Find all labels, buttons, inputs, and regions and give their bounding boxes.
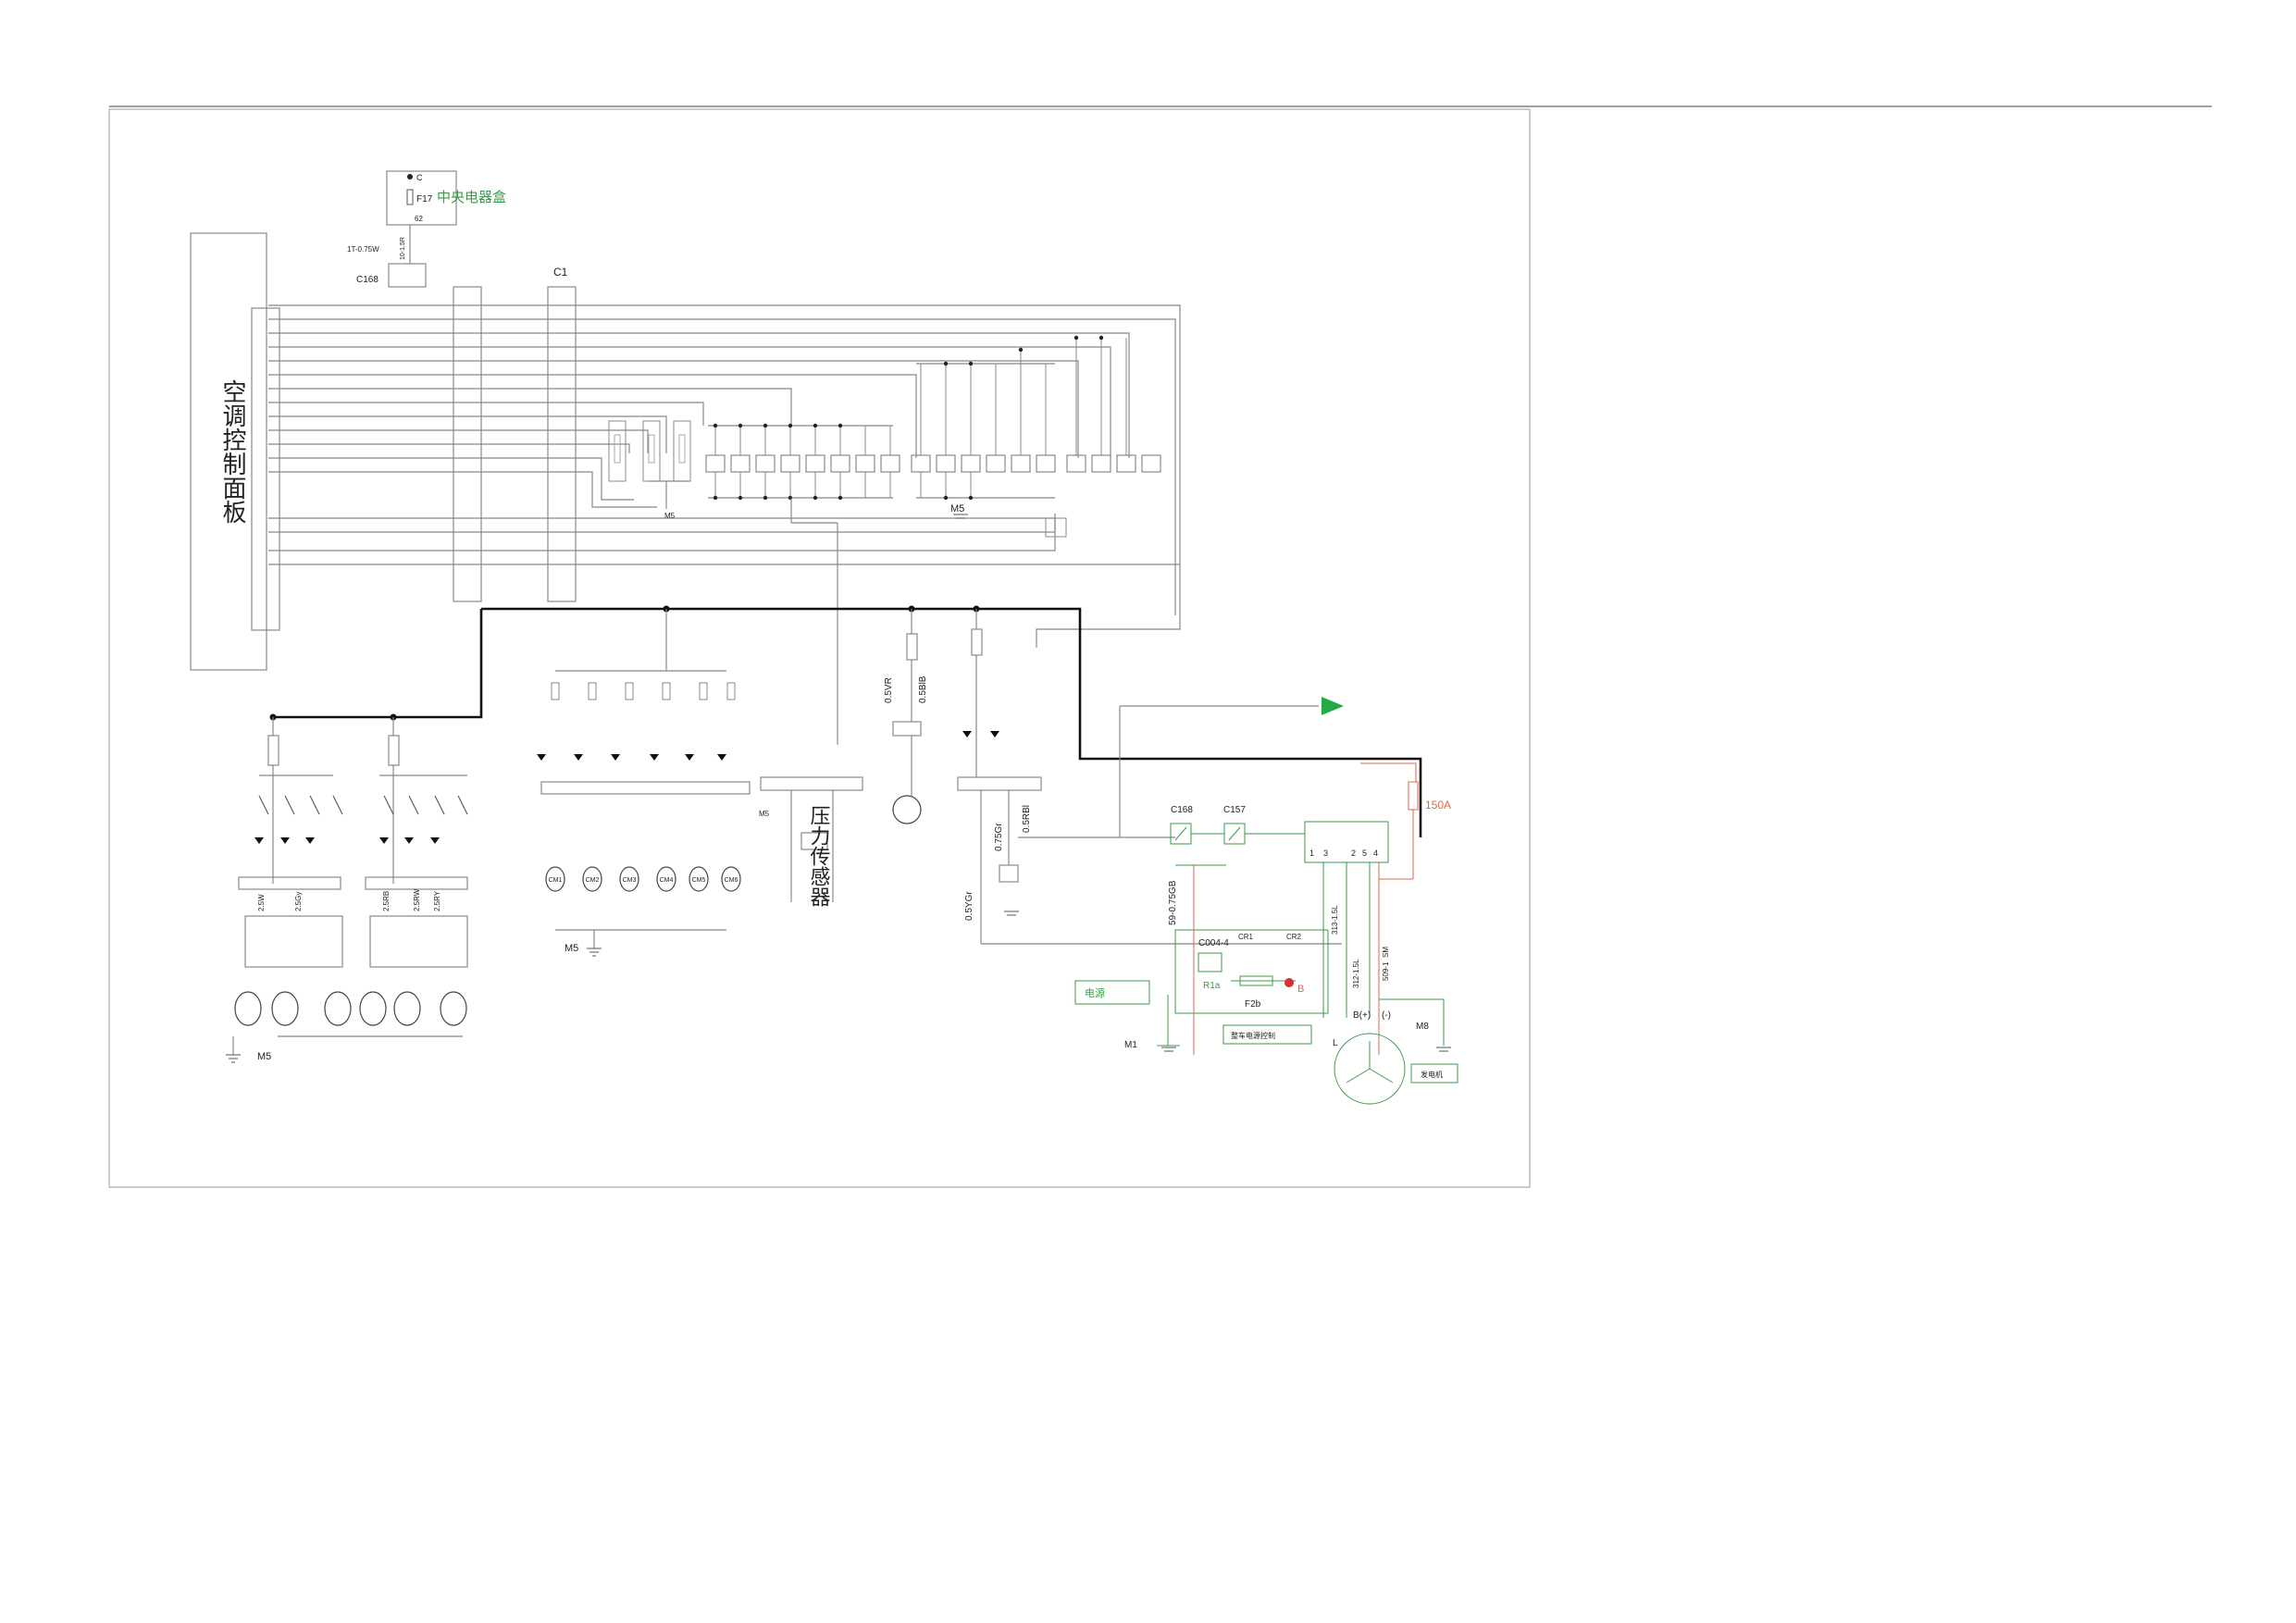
wire-label-w2: 2.5W [257,894,266,911]
ground-label-m8: M8 [1416,1022,1429,1032]
box-right-label: 发电机 [1421,1070,1443,1079]
box-mid-label: 整车电源控制 [1231,1031,1275,1040]
drawing-frame [108,108,1531,1188]
term-3: 3 [1323,849,1328,858]
cm-motor-circles [545,866,741,892]
term-1: 1 [1309,849,1314,858]
lower-right-circuit [1074,762,1458,1105]
f2b-label: F2b [1245,999,1261,1010]
c168-top-label: C168 [356,275,379,285]
cm-group [540,609,751,948]
clutch [957,609,1342,945]
fuse-box [386,170,457,226]
cr1-label: CR1 [1238,933,1254,941]
central-box-label: 中央电器盒 [437,190,506,205]
motor-cm1: CM1 [549,877,563,884]
left-motor-circles [234,991,467,1026]
wire-label-gb: 59-0.75GB [1168,880,1178,925]
ground-label-left: M5 [257,1051,271,1062]
box-left-label: 电源 [1085,986,1105,999]
panel-connector [251,307,280,631]
panel-label: 空调控制面板 [219,379,247,524]
ground-label-sensor: M5 [759,810,770,818]
wire-label-ygr: 0.5YGr [964,891,974,921]
wire-label-rbl: 0.5RBl [1022,805,1032,833]
r1a-label: R1a [1203,981,1221,991]
wire-label-w509: 509-1 [1382,961,1390,981]
wire-top2-label: 10-1.5R [400,237,406,260]
wire-label-ry: 2.5RY [433,890,441,911]
wire-label-sm: SM [1382,947,1390,958]
main-bus-left [273,609,483,719]
fuse-terminal-label: C [416,173,423,182]
wire-label-w313: 313-1.5L [1331,905,1339,935]
c157-label: C157 [1223,805,1246,815]
relay-block [608,420,691,509]
left-diodes [254,837,440,844]
motor-cm2: CM2 [586,877,600,884]
wire-label-w312: 312-1.5L [1352,959,1360,988]
small-relay [1045,517,1067,538]
fan-motor [892,609,922,824]
wire-label-rw: 2.5RW [413,888,421,911]
main-bus [481,607,1422,837]
motor-cm6: CM6 [725,877,738,884]
pressure-sensor [760,776,863,902]
wire-label-svr: 0.5VR [884,677,894,703]
term-4: 4 [1373,849,1378,858]
fuse-150a-label: 150A [1425,799,1451,812]
cm-fuses [551,682,736,700]
control-panel-box [190,232,267,671]
left-switches [258,795,468,815]
fuse-name: F17 [416,194,433,204]
wire-label-gy: 2.5Gy [294,892,303,911]
b-plus-label: B(+) [1353,1010,1371,1021]
ground-label-terminals: M5 [950,503,964,514]
ground-label-cm: M5 [565,943,578,954]
term-2: 2 [1351,849,1356,858]
sensor-label: 压力传感器 [808,805,831,907]
fuse-code: 62 [415,215,423,223]
cm-diodes [537,754,726,761]
connector-c1-label: C1 [553,266,568,279]
ground-icons [587,514,1451,1052]
l-label: L [1333,1038,1338,1048]
motor-cm3: CM3 [623,877,637,884]
term-5: 5 [1362,849,1367,858]
arrow-icon [1322,697,1344,715]
blower-group-left [232,717,468,1055]
motor-cm5: CM5 [692,877,706,884]
cr2-label: CR2 [1286,933,1302,941]
c004-label: C004-4 [1198,938,1229,948]
clutch-diodes [962,731,999,737]
wire-top-label: 1T-0.75W [347,245,379,254]
wire-label-rb: 2.5RB [382,891,391,911]
ground-label-relay: M5 [664,512,676,520]
ground-label-m1: M1 [1124,1040,1137,1050]
wire-label-sbb: 0.5BlB [918,675,928,703]
wire-label-gr: 0.75Gr [994,823,1004,851]
fuse-symbol [406,189,414,205]
signal-lines [268,304,1181,648]
terminal-row [705,335,1161,745]
fuse-terminal-dot [407,174,413,180]
c168-label: C168 [1171,805,1193,815]
b-red-label: B [1297,984,1304,995]
minus-label: (-) [1382,1010,1391,1021]
c168-top-connector [388,263,427,288]
motor-cm4: CM4 [660,877,674,884]
